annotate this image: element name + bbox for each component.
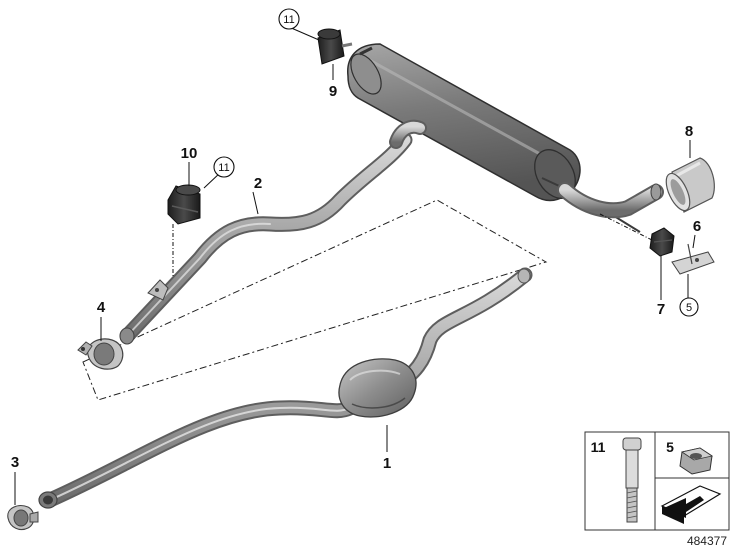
circled-ref-11-top: 11 (278, 8, 300, 30)
clamp-part-4 (77, 338, 124, 370)
intermediate-pipe-part-2 (119, 132, 413, 345)
callout-8: 8 (685, 123, 693, 140)
callout-4: 4 (97, 299, 106, 316)
rear-silencer (347, 43, 664, 233)
hex-nut-icon (679, 447, 714, 475)
svg-text:5: 5 (686, 302, 692, 314)
direction-arrow-icon (660, 485, 722, 524)
rubber-mount-part-10 (167, 184, 201, 225)
catalytic-converter (338, 358, 417, 418)
legend-label-5: 5 (666, 439, 674, 455)
legend-label-11: 11 (591, 439, 606, 455)
bracket-part-6 (671, 243, 715, 275)
callout-9: 9 (329, 83, 337, 100)
callout-2: 2 (254, 175, 262, 192)
tailpipe-trim-part-8 (665, 157, 715, 213)
rubber-mount-part-9 (317, 28, 353, 65)
circled-ref-11-mid: 11 (213, 156, 235, 178)
circled-ref-5: 5 (679, 297, 699, 317)
diagram-reference-number: 484377 (687, 534, 727, 548)
svg-text:11: 11 (283, 14, 294, 26)
pipe-end-intermediate (119, 327, 135, 345)
callout-6: 6 (693, 218, 701, 235)
callout-10: 10 (181, 145, 198, 162)
svg-text:11: 11 (218, 162, 229, 174)
assembly-outline (82, 199, 548, 401)
callout-7: 7 (657, 301, 665, 318)
fastener-legend: 11 5 (584, 431, 730, 531)
front-pipe-part-1 (38, 267, 533, 509)
bolt-icon (622, 437, 642, 523)
clamp-part-3 (7, 505, 39, 531)
leader-lines (14, 26, 696, 505)
callout-1: 1 (383, 455, 391, 472)
rubber-mount-part-7 (649, 227, 675, 257)
callout-3: 3 (11, 454, 19, 471)
